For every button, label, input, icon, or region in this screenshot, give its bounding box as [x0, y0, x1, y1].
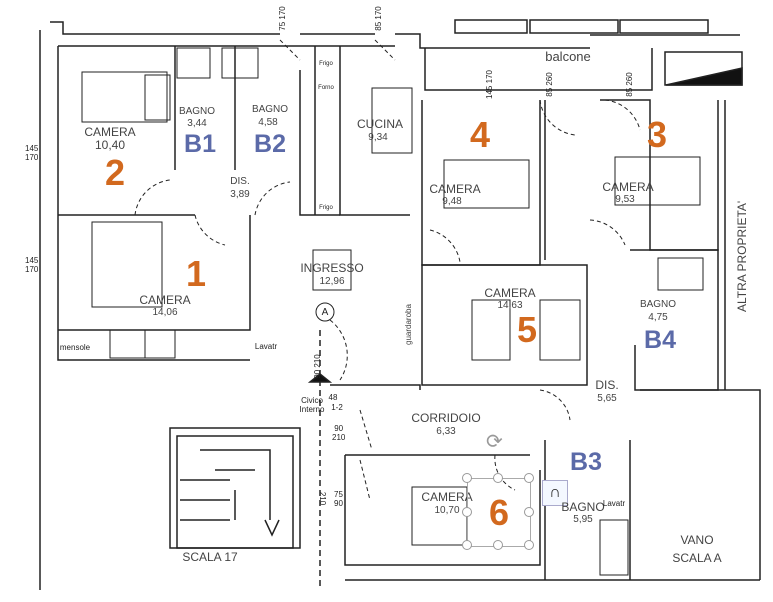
civic-number: 48: [328, 393, 338, 402]
dimension-label: 85 170: [373, 6, 383, 31]
room-name: INGRESSO: [300, 261, 364, 275]
room-number: 6: [488, 492, 510, 533]
room-name: CAMERA: [421, 490, 473, 504]
bathroom-code: B3: [570, 448, 602, 476]
room-area: 6,33: [436, 426, 456, 437]
resize-handle[interactable]: [462, 473, 472, 483]
fridge-label: Frigo: [319, 61, 333, 67]
washer-label: Lavatr: [602, 499, 626, 508]
fridge-label: Frigo: [319, 205, 333, 211]
unit-number: 1-2: [331, 403, 343, 412]
selected-shape[interactable]: 6: [467, 478, 531, 547]
resize-handle[interactable]: [462, 507, 472, 517]
shelves-label: mensole: [59, 343, 91, 352]
room-area: 9,53: [615, 194, 635, 205]
room-area: 12,96: [319, 276, 345, 287]
unit-label: Interno: [299, 405, 325, 414]
room-area: 9,34: [368, 132, 388, 143]
room-name: CAMERA: [139, 293, 191, 307]
room-area: 5,65: [597, 393, 617, 404]
room-number: 4: [469, 114, 491, 155]
balcony-label: balcone: [545, 49, 591, 64]
layout-options-icon[interactable]: ∩: [542, 480, 568, 506]
entrance-marker: A: [321, 307, 329, 318]
room-name: BAGNO: [251, 104, 289, 115]
oven-label: Forno: [318, 85, 334, 91]
resize-handle[interactable]: [524, 473, 534, 483]
room-area: 14,06: [152, 307, 178, 318]
washer-label: Lavatr: [254, 342, 278, 351]
room-area: 5,95: [573, 514, 593, 525]
room-area: 14,63: [497, 300, 523, 311]
stairwell-label: SCALA A: [672, 551, 722, 565]
room-name: CORRIDOIO: [411, 411, 481, 425]
stairwell-label: VANO: [680, 533, 714, 547]
dimension-label: 85 260: [624, 72, 634, 97]
dimension-label: 75 170: [277, 6, 287, 31]
dimension-label: 145 170: [484, 70, 494, 99]
room-area: 4,58: [258, 117, 278, 128]
room-name: DIS.: [230, 176, 250, 187]
dimension-label: 210: [318, 491, 328, 506]
room-number: 1: [185, 253, 207, 294]
rotate-handle-icon[interactable]: ⟳: [486, 431, 503, 453]
room-name: DIS.: [595, 378, 619, 392]
resize-handle[interactable]: [462, 540, 472, 550]
room-name: CAMERA: [429, 182, 481, 196]
room-name: CAMERA: [484, 286, 536, 300]
neighbor-property-label: ALTRA PROPRIETA': [735, 200, 749, 312]
resize-handle[interactable]: [493, 473, 503, 483]
civic-label: Civico: [301, 396, 323, 405]
resize-handle[interactable]: [524, 540, 534, 550]
room-area: 3,89: [230, 189, 250, 200]
room-name: BAGNO: [639, 299, 677, 310]
bathroom-code: B1: [184, 130, 216, 158]
room-number: 2: [104, 152, 126, 193]
room-area: 10,70: [434, 505, 460, 516]
resize-handle[interactable]: [493, 540, 503, 550]
bathroom-code: B2: [254, 130, 286, 158]
room-name: CAMERA: [602, 180, 654, 194]
room-number: 5: [516, 309, 538, 350]
dimension-label: 90 210: [312, 354, 322, 379]
room-area: 3,44: [187, 118, 207, 129]
room-number: 3: [646, 114, 668, 155]
wardrobe-label: guardaroba: [404, 304, 413, 345]
stair-label: SCALA 17: [182, 550, 238, 564]
room-name: BAGNO: [561, 500, 605, 514]
room-name: CAMERA: [84, 125, 136, 139]
room-name: CUCINA: [356, 117, 404, 131]
room-area: 10,40: [94, 138, 126, 152]
resize-handle[interactable]: [524, 507, 534, 517]
room-name: BAGNO: [178, 106, 216, 117]
room-area: 4,75: [648, 312, 668, 323]
bathroom-code: B4: [644, 326, 676, 354]
dimension-label: 85 260: [544, 72, 554, 97]
room-area: 9,48: [442, 196, 462, 207]
